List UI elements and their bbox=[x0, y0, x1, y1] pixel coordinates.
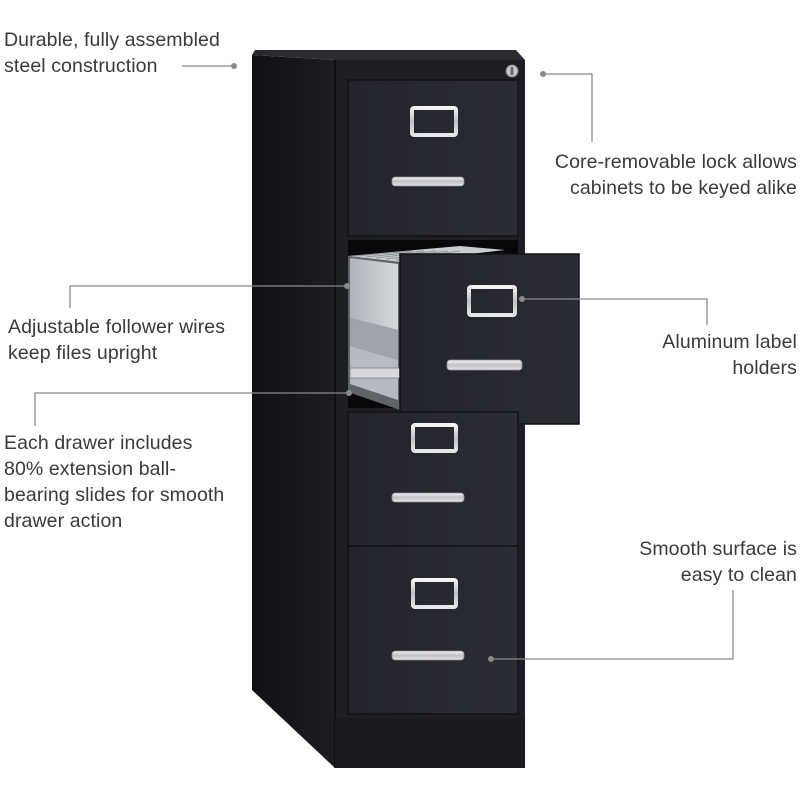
leader-lines bbox=[34, 63, 734, 662]
callout-core-removable-lock: Core-removable lock allows cabinets to b… bbox=[554, 151, 797, 199]
callout-ball-bearing-slides: Each drawer includes 80% extension ball-… bbox=[4, 432, 225, 532]
callout-smooth-surface: Smooth surface is easy to clean bbox=[639, 538, 797, 586]
callout-steel-construction: Durable, fully assembled steel construct… bbox=[4, 29, 220, 77]
callout-follower-wires: Adjustable follower wires keep files upr… bbox=[8, 316, 226, 364]
lock-icon bbox=[505, 64, 519, 78]
drawer-open bbox=[348, 240, 580, 425]
drawer-top bbox=[347, 79, 519, 237]
cabinet-base bbox=[335, 718, 525, 768]
drawer-third bbox=[347, 411, 519, 559]
drawer-bottom bbox=[347, 545, 519, 715]
callout-label-holders: Aluminum label holders bbox=[662, 331, 797, 379]
